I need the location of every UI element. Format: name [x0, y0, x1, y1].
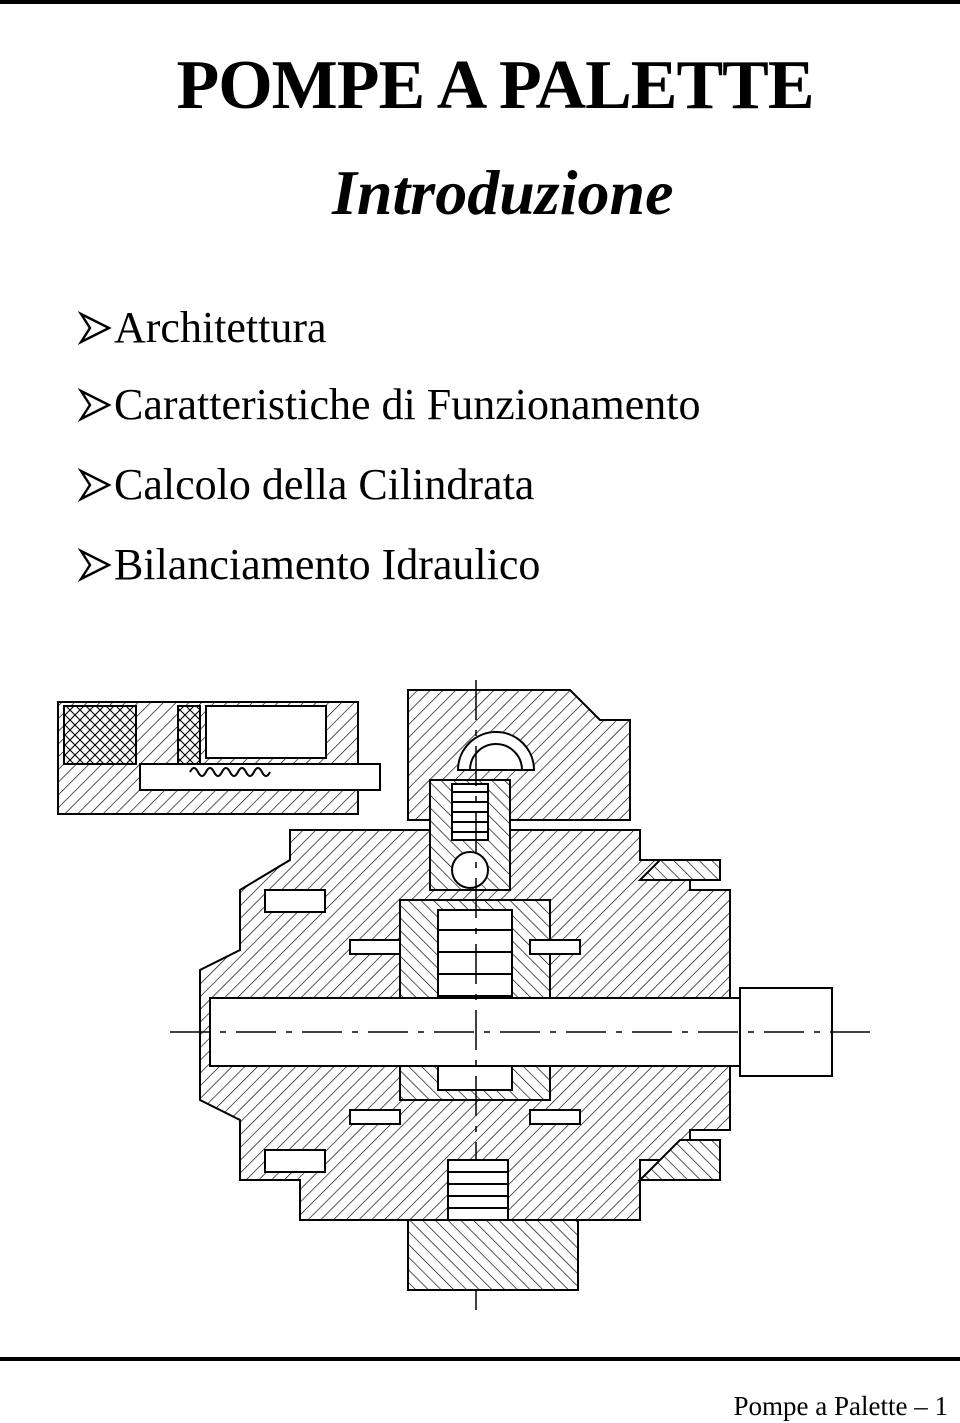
right-arrowhead-icon [78, 388, 112, 422]
page-title: POMPE A PALETTE [176, 47, 814, 124]
topic-label: Calcolo della Cilindrata [114, 460, 535, 509]
topic-item: Caratteristiche di Funzionamento [78, 365, 701, 445]
topic-item: Architettura [78, 290, 701, 365]
page-subtitle: Introduzione [332, 157, 674, 228]
topic-label: Caratteristiche di Funzionamento [114, 380, 701, 429]
bottom-rule [0, 1357, 960, 1361]
topic-label: Architettura [114, 302, 327, 352]
vane-pump-cross-section-drawing [57, 680, 880, 1310]
topic-item: Calcolo della Cilindrata [78, 445, 701, 525]
top-rule [0, 0, 960, 4]
right-arrowhead-icon [78, 548, 112, 582]
page-footer: Pompe a Palette – 1 [733, 1391, 948, 1421]
topic-item: Bilanciamento Idraulico [78, 525, 701, 605]
right-arrowhead-icon [78, 468, 112, 502]
right-arrowhead-icon [78, 310, 112, 345]
topic-list: Architettura Caratteristiche di Funziona… [78, 290, 701, 605]
topic-label: Bilanciamento Idraulico [114, 540, 541, 589]
